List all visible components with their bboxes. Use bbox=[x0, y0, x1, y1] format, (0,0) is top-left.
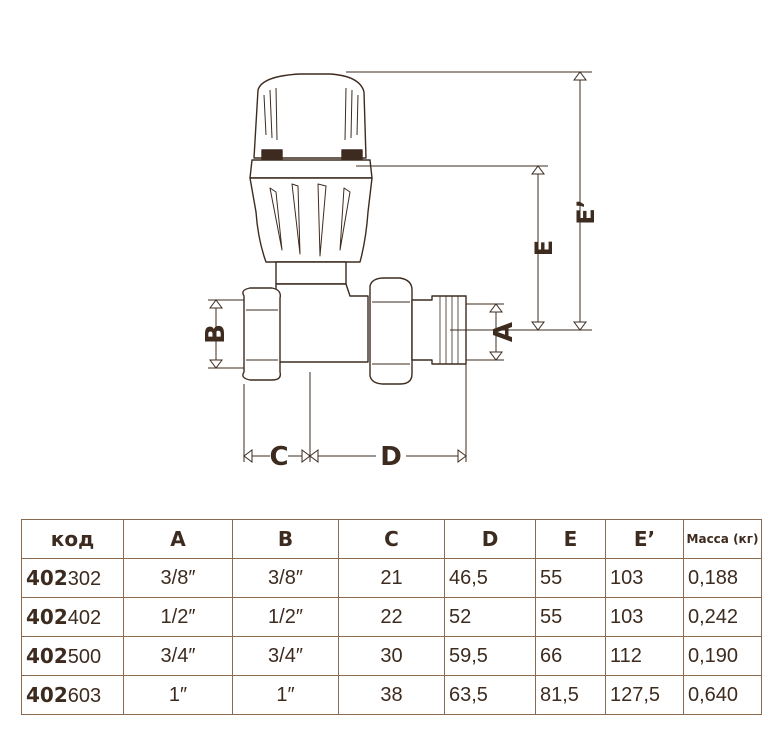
valve-body bbox=[275, 283, 369, 363]
code-prefix: 402 bbox=[26, 643, 68, 668]
cell-a: 1/2″ bbox=[123, 597, 233, 637]
cell-d: 52 bbox=[444, 597, 536, 637]
cell-c: 22 bbox=[338, 597, 445, 637]
cell-code: 402500 bbox=[21, 636, 124, 676]
header-d: D bbox=[444, 519, 536, 559]
cap-window-left bbox=[261, 149, 283, 161]
code-prefix: 402 bbox=[26, 604, 68, 629]
cell-e: 66 bbox=[535, 636, 606, 676]
label-a: A bbox=[489, 322, 519, 342]
cell-code: 402402 bbox=[21, 597, 124, 637]
header-e-prime: E’ bbox=[605, 519, 684, 559]
label-b: B bbox=[201, 324, 231, 344]
cell-a: 3/8″ bbox=[123, 558, 233, 598]
dimension-labels: E’ E A B C D bbox=[201, 199, 600, 472]
cell-c: 38 bbox=[338, 675, 445, 715]
label-e-prime: E’ bbox=[572, 199, 600, 225]
cell-b: 3/4″ bbox=[232, 636, 339, 676]
table-row: 402500 3/4″ 3/4″ 30 59,5 66 112 0,190 bbox=[21, 636, 762, 676]
cell-b: 3/8″ bbox=[232, 558, 339, 598]
valve-knob bbox=[249, 177, 373, 263]
cell-a: 1″ bbox=[123, 675, 233, 715]
code-suffix: 402 bbox=[67, 606, 102, 629]
cell-mass: 0,188 bbox=[683, 558, 762, 598]
cell-d: 59,5 bbox=[444, 636, 536, 676]
cell-mass: 0,190 bbox=[683, 636, 762, 676]
thread-lines bbox=[439, 296, 459, 364]
header-e: E bbox=[535, 519, 606, 559]
valve-collar bbox=[249, 159, 373, 179]
header-c: C bbox=[338, 519, 445, 559]
code-prefix: 402 bbox=[26, 682, 68, 707]
table-row: 402302 3/8″ 3/8″ 21 46,5 55 103 0,188 bbox=[21, 558, 762, 598]
cap-ribs bbox=[263, 87, 359, 141]
cell-c: 21 bbox=[338, 558, 445, 598]
cell-e-prime: 103 bbox=[605, 597, 684, 637]
cell-e-prime: 103 bbox=[605, 558, 684, 598]
code-suffix: 500 bbox=[67, 645, 102, 668]
left-nut bbox=[242, 287, 282, 381]
cell-e: 55 bbox=[535, 558, 606, 598]
label-c: C bbox=[269, 442, 288, 472]
code-suffix: 603 bbox=[67, 684, 102, 707]
cell-d: 46,5 bbox=[444, 558, 536, 598]
table-row: 402402 1/2″ 1/2″ 22 52 55 103 0,242 bbox=[21, 597, 762, 637]
header-code: код bbox=[21, 519, 124, 559]
cell-code: 402603 bbox=[21, 675, 124, 715]
valve-cap bbox=[253, 73, 367, 159]
code-suffix: 302 bbox=[67, 567, 102, 590]
label-e: E bbox=[530, 240, 558, 256]
knob-flutes bbox=[269, 183, 351, 257]
header-b: B bbox=[232, 519, 339, 559]
cell-b: 1″ bbox=[232, 675, 339, 715]
header-a: A bbox=[123, 519, 233, 559]
cap-window-right bbox=[341, 149, 363, 161]
cell-c: 30 bbox=[338, 636, 445, 676]
label-d: D bbox=[380, 442, 402, 472]
cell-mass: 0,640 bbox=[683, 675, 762, 715]
cell-b: 1/2″ bbox=[232, 597, 339, 637]
cell-e: 81,5 bbox=[535, 675, 606, 715]
union-nut bbox=[369, 277, 413, 385]
cell-e: 55 bbox=[535, 597, 606, 637]
valve-body-illustration bbox=[242, 73, 467, 385]
cell-code: 402302 bbox=[21, 558, 124, 598]
valve-stem bbox=[275, 261, 347, 285]
cell-e-prime: 127,5 bbox=[605, 675, 684, 715]
dimension-lines bbox=[208, 71, 592, 463]
cell-a: 3/4″ bbox=[123, 636, 233, 676]
header-mass: Масса (кг) bbox=[683, 519, 762, 559]
cell-mass: 0,242 bbox=[683, 597, 762, 637]
table-row: 402603 1″ 1″ 38 63,5 81,5 127,5 0,640 bbox=[21, 675, 762, 715]
cell-e-prime: 112 bbox=[605, 636, 684, 676]
spec-table: код A B C D E E’ Масса (кг) 402302 3/8″ … bbox=[21, 519, 762, 715]
table-header-row: код A B C D E E’ Масса (кг) bbox=[21, 519, 762, 559]
valve-technical-drawing: E’ E A B C D bbox=[201, 71, 600, 472]
code-prefix: 402 bbox=[26, 565, 68, 590]
cell-d: 63,5 bbox=[444, 675, 536, 715]
